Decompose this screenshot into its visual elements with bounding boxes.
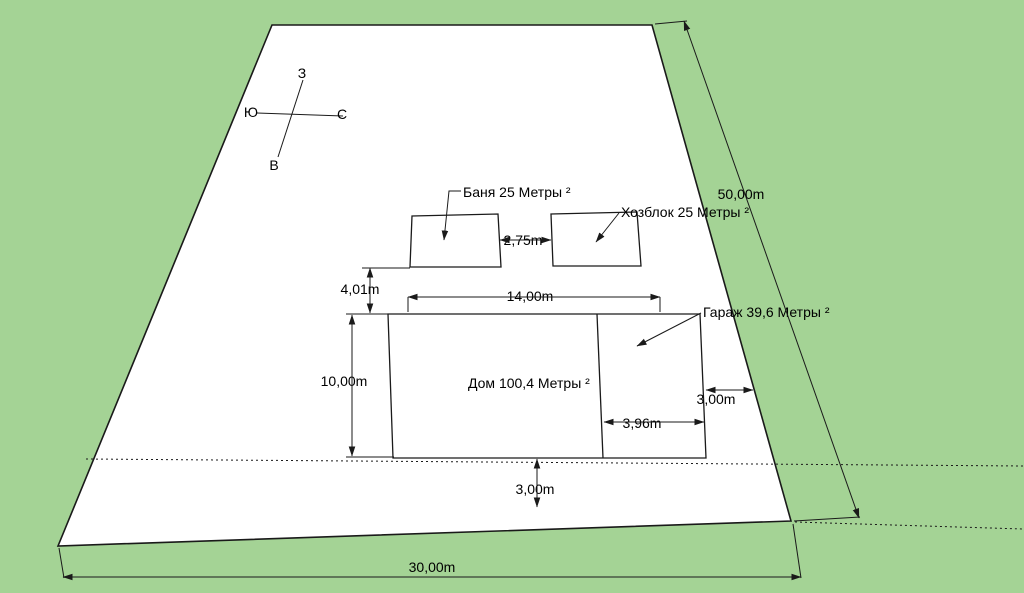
compass: З Ю С В (244, 65, 347, 173)
compass-top-label: З (298, 65, 306, 81)
dim-front-setback: 3,00m (516, 481, 555, 497)
banya-building (409, 213, 502, 268)
dim-plot-side: 50,00m (718, 186, 765, 202)
hozblok-label: Хозблок 25 Метры ² (621, 204, 749, 220)
banya-leader-arrow (441, 190, 461, 241)
dim-house-depth: 10,00m (321, 373, 368, 389)
dim-garage-width: 3,96m (623, 415, 662, 431)
dim-house-width: 14,00m (507, 288, 554, 304)
banya-label: Баня 25 Метры ² (463, 184, 571, 200)
compass-bottom-label: В (269, 157, 278, 173)
compass-left-label: Ю (244, 104, 258, 120)
hozblok-building (550, 211, 642, 267)
extension-line (792, 523, 802, 579)
land-plot-outline (56, 24, 793, 547)
garage-divider-line (596, 313, 604, 459)
extension-line (654, 20, 688, 25)
dim-side-setback: 3,00m (697, 391, 736, 407)
street-dotted-line (794, 521, 1024, 530)
hozblok-leader-arrow (595, 212, 620, 243)
garage-label: Гараж 39,6 Метры ² (703, 304, 830, 320)
compass-horizontal-axis (256, 112, 344, 117)
extension-line (793, 516, 861, 522)
compass-vertical-axis (277, 79, 304, 158)
compass-right-label: С (337, 106, 347, 122)
dim-banya-house-offset: 4,01m (341, 281, 380, 297)
setback-dotted-line (85, 458, 1024, 467)
dim-plot-front: 30,00m (409, 559, 456, 575)
extension-line (58, 547, 65, 579)
dim-line-plot-side (683, 20, 860, 519)
house-label: Дом 100,4 Метры ² (468, 375, 590, 391)
